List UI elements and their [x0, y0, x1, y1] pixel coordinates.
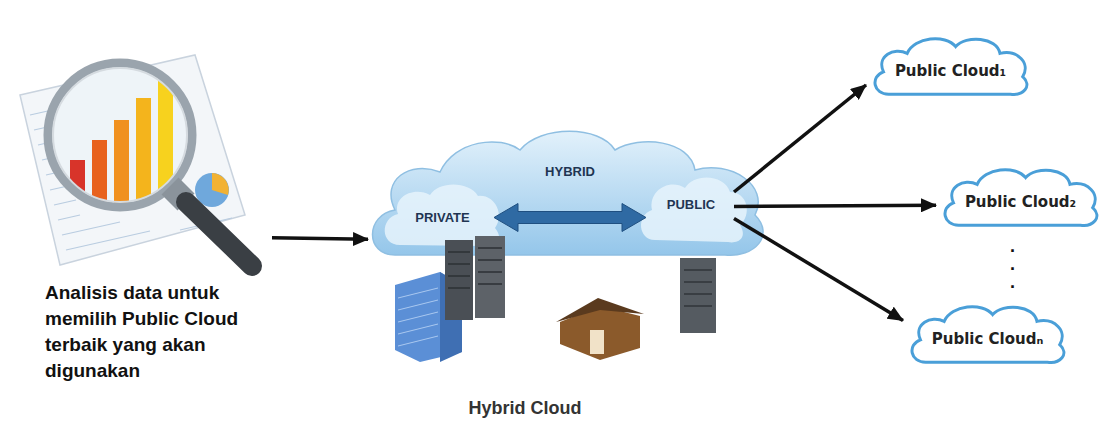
cloud-shape	[912, 307, 1064, 363]
public-cloud-gateway: PUBLIC	[650, 180, 732, 228]
node-label: PRIVATE	[415, 210, 469, 225]
office-windows	[398, 288, 438, 346]
node-label: Analisis data untuk memilih Public Cloud…	[45, 280, 245, 384]
continuation-dot: .	[1010, 254, 1015, 275]
public-cloud: Public Cloudₙ	[905, 300, 1070, 368]
node-label: Public Cloud₁	[895, 62, 1006, 80]
public-cloud: Public Cloud₂	[938, 163, 1103, 231]
hybrid-cloud-picture	[373, 131, 764, 362]
pie-slice	[212, 173, 229, 195]
server-slots	[448, 248, 502, 288]
lens-rim	[48, 63, 192, 207]
cloud-shape	[945, 170, 1097, 226]
arrow-connector	[734, 85, 866, 192]
cloud-shape	[875, 39, 1027, 95]
node-label: HYBRID	[520, 164, 620, 179]
node-label: Public Cloudₙ	[932, 330, 1044, 348]
arrow-connector	[734, 218, 903, 320]
group-caption: Hybrid Cloud	[450, 398, 600, 419]
arrow-connector	[734, 205, 936, 206]
private-cloud: PRIVATE	[395, 195, 490, 240]
server-slots	[684, 270, 712, 306]
small-office-roof	[556, 298, 644, 322]
arrow-connector	[272, 238, 368, 239]
server-rack	[445, 240, 473, 320]
bidirectional-arrow	[494, 204, 646, 232]
small-office-door	[590, 330, 604, 354]
server-rack	[475, 236, 505, 318]
analysis-node: Analisis data untuk memilih Public Cloud…	[30, 40, 270, 384]
hybrid-cloud-group: HYBRID Hybrid Cloud PRIVATE PUBLIC	[370, 130, 760, 425]
analysis-picture	[20, 55, 252, 266]
hybrid-cloud-shape	[373, 131, 764, 255]
public-cloud-shape	[641, 177, 747, 242]
continuation-dot: .	[1010, 272, 1015, 293]
node-label: PUBLIC	[667, 197, 715, 212]
node-label: Public Cloud₂	[965, 193, 1076, 211]
lens-rim-inner	[53, 68, 187, 202]
server-rack	[680, 258, 716, 333]
public-cloud: Public Cloud₁	[868, 32, 1033, 100]
continuation-dot: .	[1010, 236, 1015, 257]
handle	[186, 202, 252, 266]
